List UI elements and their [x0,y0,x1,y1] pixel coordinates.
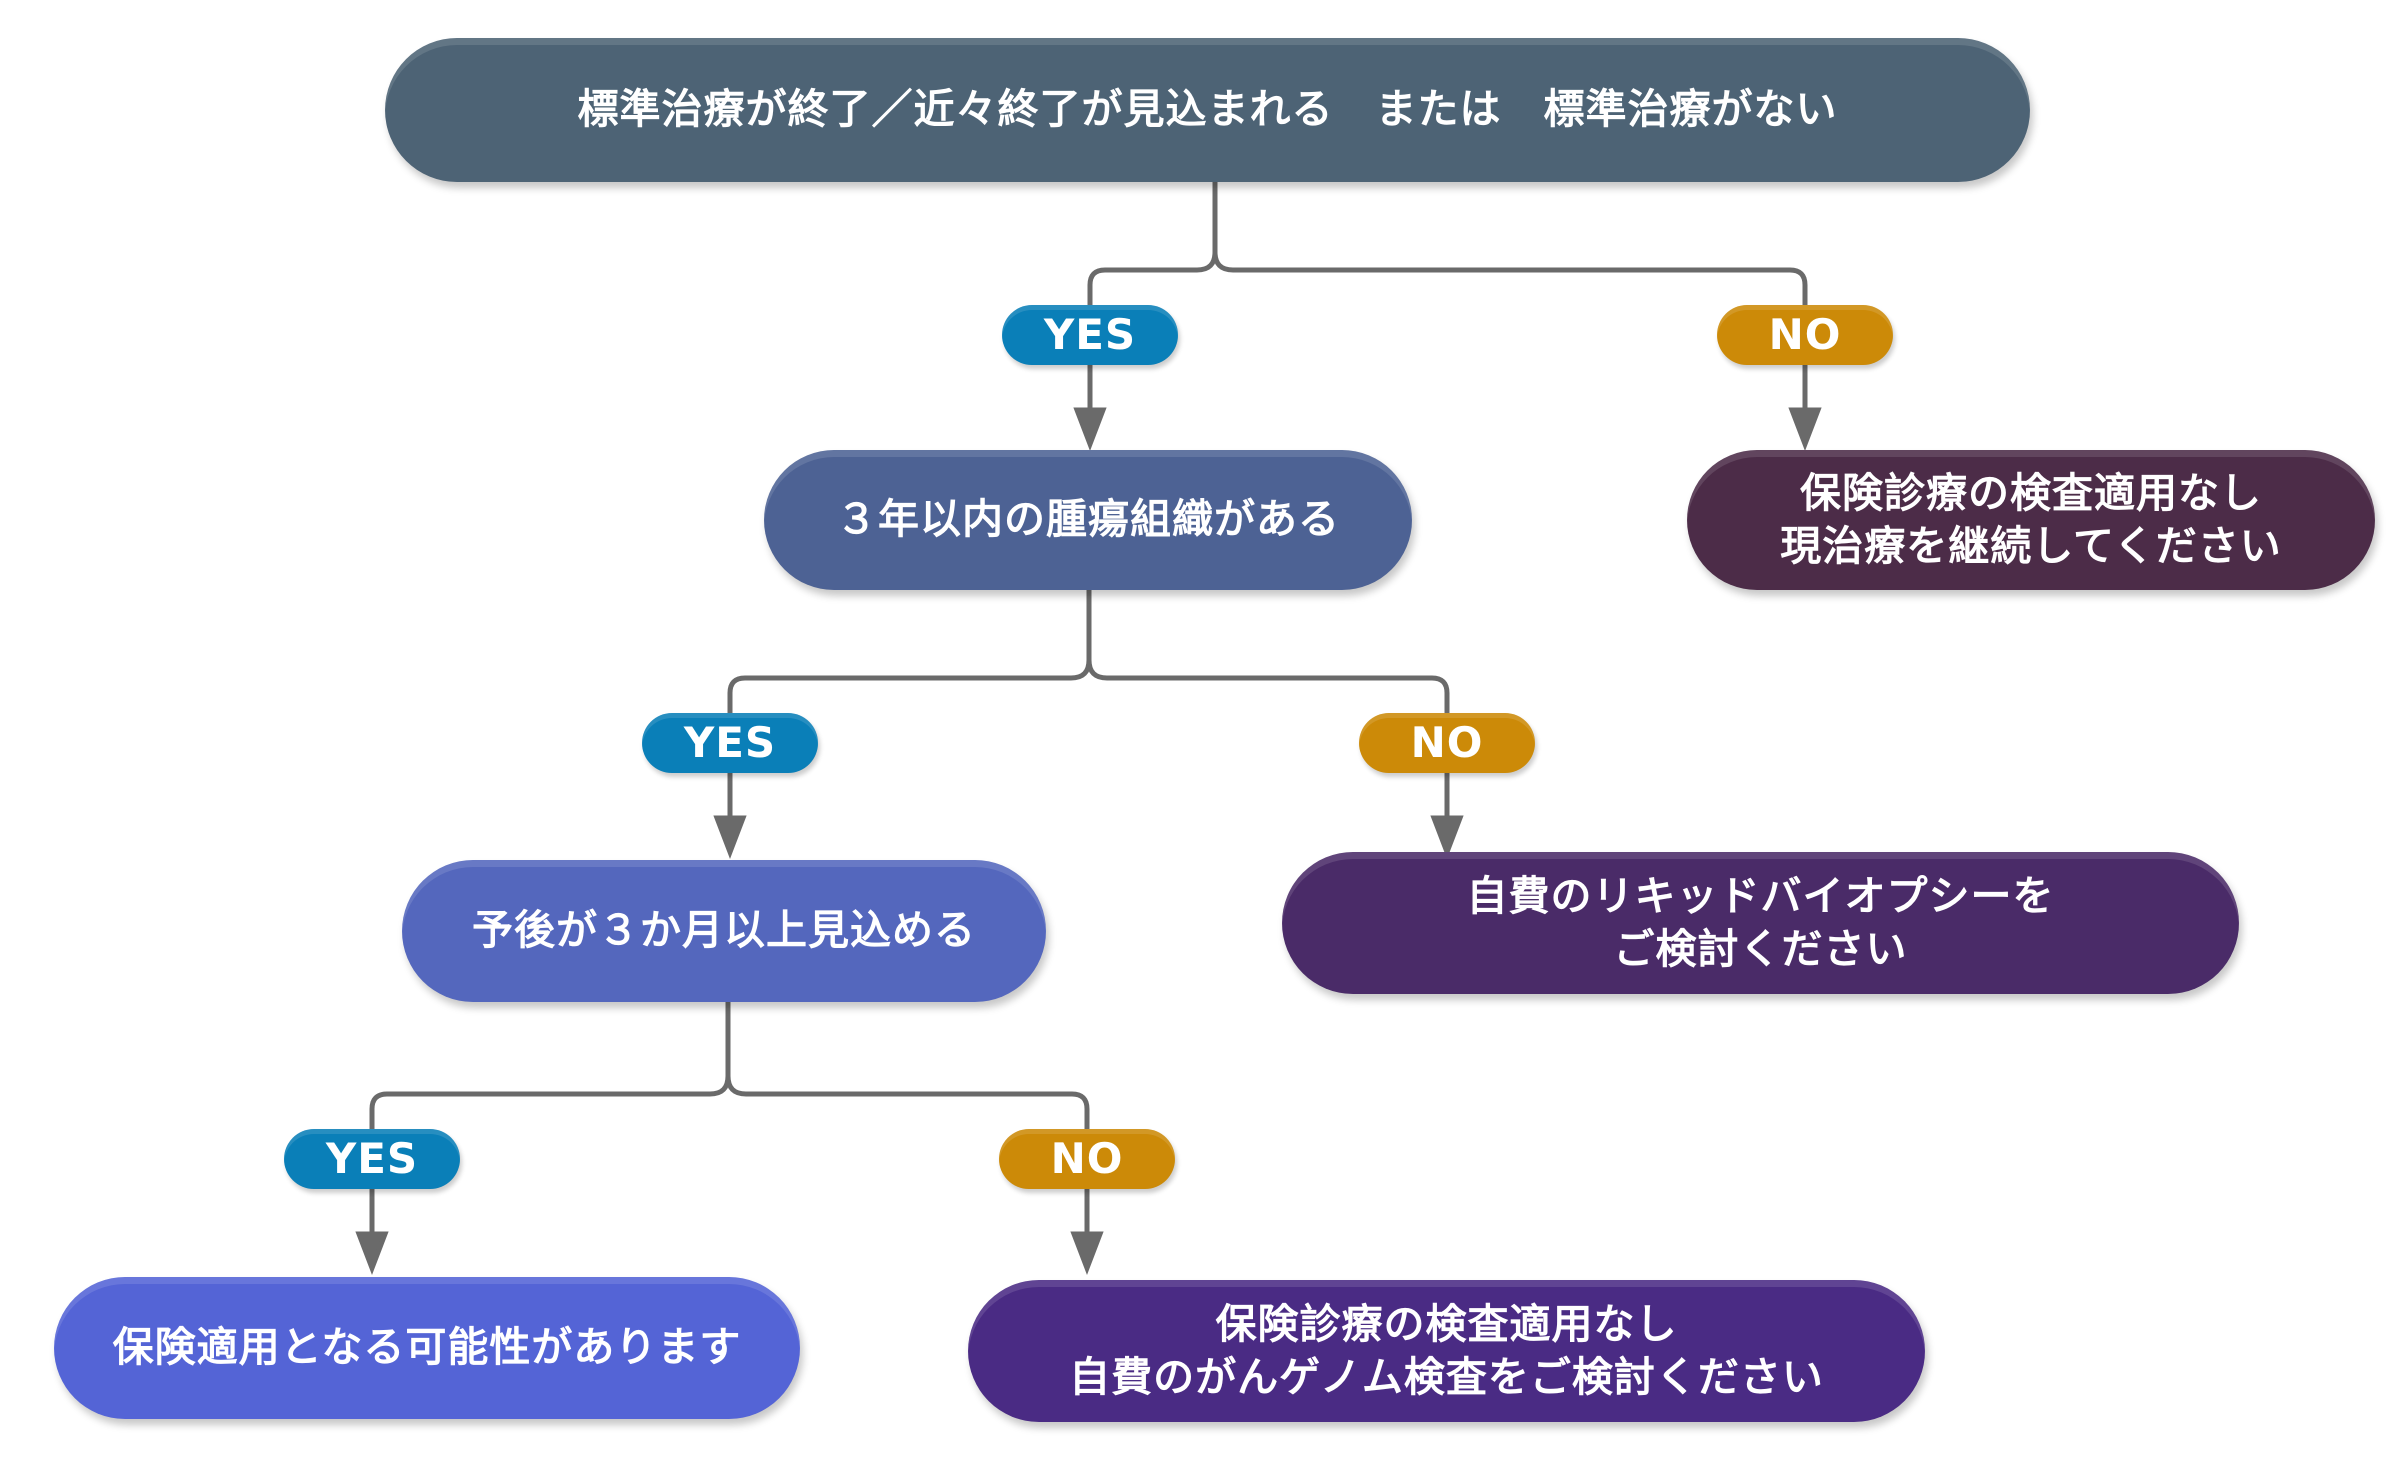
tumor-tissue-text: ３年以内の腫瘍組織がある [836,495,1340,544]
connector-prognosis-split [369,1002,1090,1129]
insurance-possible-text: 保険適用となる可能性があります [112,1323,742,1372]
liquid-biopsy-line-2: ご検討ください [1613,925,1908,973]
liquid-biopsy-line-1: 自費のリキッドバイオプシーを [1466,871,2055,920]
yes-badge-1: YES [1002,305,1178,365]
arrowhead-no-1 [1788,407,1822,452]
no-insurance-line-1: 保険診療の検査適用なし [1800,468,2262,517]
yes-badge-3: YES [284,1129,460,1189]
arrowhead-no-3 [1070,1231,1104,1276]
arrowhead-no-2 [1430,815,1464,860]
arrowhead-yes-2 [713,815,747,860]
no-badge-2: NO [1359,713,1535,773]
prognosis-node: 予後が３か月以上見込める [402,860,1046,1002]
arrowhead-yes-3 [355,1231,389,1276]
continue-treatment-line-2: 現治療を継続してください [1780,522,2282,570]
no-badge-3: NO [999,1129,1175,1189]
self-pay-genome-node: 保険診療の検査適用なし 自費のがんゲノム検査をご検討ください [968,1280,1925,1422]
connector-root-split [1087,182,1808,305]
self-pay-genome-line-2: 自費のがんゲノム検査をご検討ください [1069,1353,1824,1401]
liquid-biopsy-node: 自費のリキッドバイオプシーを ご検討ください [1282,852,2239,994]
yes-badge-2: YES [642,713,818,773]
arrowhead-yes-1 [1073,407,1107,452]
no-insurance-continue-node: 保険診療の検査適用なし 現治療を継続してください [1687,450,2375,590]
connector-tissue-split [727,590,1450,713]
no-badge-1: NO [1717,305,1893,365]
prognosis-text: 予後が３か月以上見込める [472,906,976,955]
self-pay-genome-line-1: 保険診療の検査適用なし [1215,1299,1678,1348]
tumor-tissue-node: ３年以内の腫瘍組織がある [764,450,1412,590]
root-condition-text: 標準治療が終了／近々終了が見込まれる または 標準治療がない [577,85,1838,134]
insurance-possible-node: 保険適用となる可能性があります [54,1277,800,1419]
root-condition-node: 標準治療が終了／近々終了が見込まれる または 標準治療がない [385,38,2030,182]
